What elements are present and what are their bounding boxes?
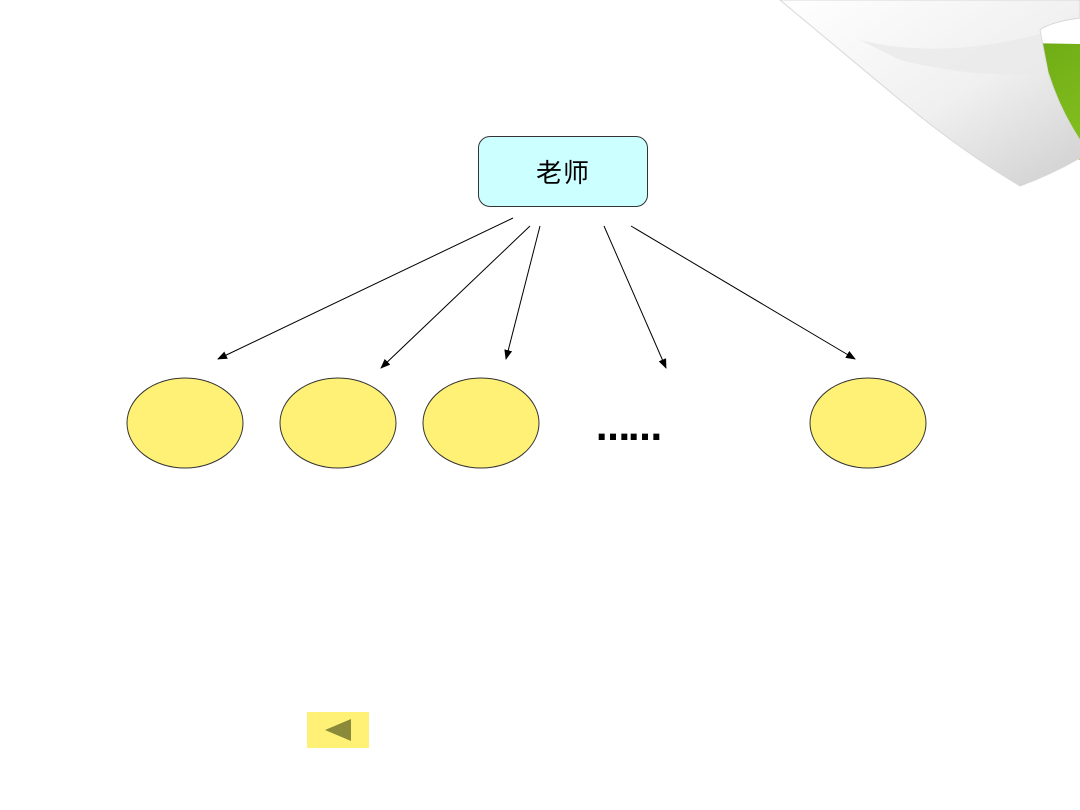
child-node-3 — [422, 377, 540, 469]
root-node-label: 老师 — [535, 159, 590, 189]
arrow-4 — [603, 225, 667, 369]
child-node-2 — [279, 377, 397, 469]
arrow-1 — [217, 217, 514, 360]
back-button[interactable] — [307, 712, 369, 748]
root-node-teacher: 老师 — [478, 136, 648, 207]
ellipsis-more: …… — [596, 409, 662, 449]
back-triangle-icon — [325, 719, 351, 741]
child-node-4 — [809, 377, 927, 469]
child-node-1 — [126, 377, 244, 469]
arrow-3 — [504, 225, 541, 360]
arrow-2 — [380, 225, 531, 369]
arrow-5 — [630, 225, 856, 360]
